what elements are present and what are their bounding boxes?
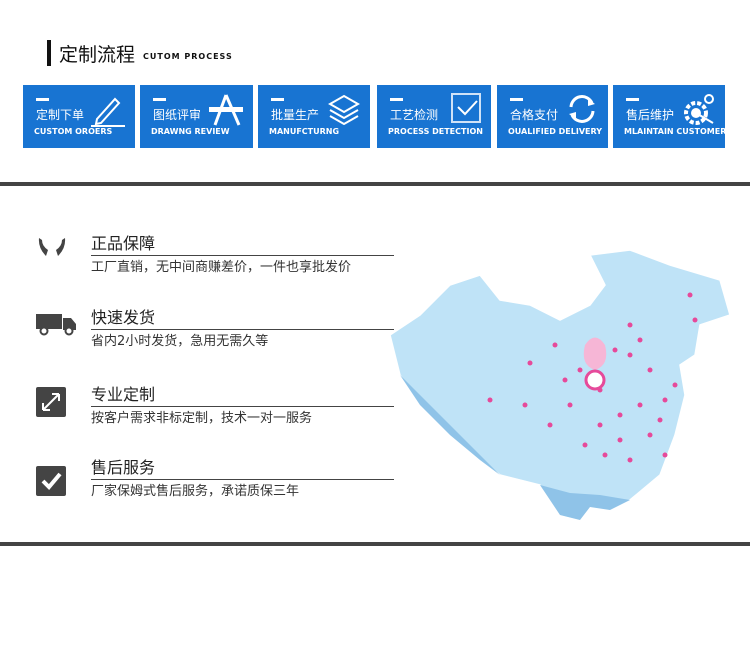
- location-pin: [527, 360, 533, 366]
- step-en: OUALIFIED DELIVERY: [508, 127, 602, 136]
- step-en: PROCESS DETECTION: [388, 127, 483, 136]
- divider-top: [0, 182, 750, 186]
- resize-arrow-icon: [36, 387, 66, 421]
- location-pin: [687, 292, 693, 298]
- process-step-card[interactable]: 图纸评审 DRAWNG REVIEW: [140, 85, 253, 148]
- location-pin: [647, 367, 653, 373]
- location-pin: [627, 322, 633, 328]
- step-en: MLAINTAIN CUSTOMER: [624, 127, 727, 136]
- title-cn: 定制流程: [59, 43, 136, 66]
- location-pin: [657, 417, 663, 423]
- process-step-card[interactable]: 批量生产 MANUFCTURNG: [258, 85, 370, 148]
- location-pin: [602, 452, 608, 458]
- title-en: CUTOM PROCESS: [143, 51, 233, 61]
- location-pin: [597, 422, 603, 428]
- feature-title: 正品保障: [91, 230, 394, 256]
- location-pin: [487, 397, 493, 403]
- check-box-icon: [36, 466, 66, 500]
- step-cn: 图纸评审: [153, 108, 202, 122]
- feature-title: 售后服务: [91, 454, 394, 480]
- step-en: CUSTOM OROERS: [34, 127, 113, 136]
- dash: [510, 98, 523, 101]
- location-pin: [637, 337, 643, 343]
- dash: [390, 98, 403, 101]
- main-location-pin: [584, 369, 606, 391]
- location-pin: [637, 402, 643, 408]
- process-step-card[interactable]: 合格支付 OUALIFIED DELIVERY: [497, 85, 608, 148]
- section-title: 定制流程 CUTOM PROCESS: [47, 40, 233, 66]
- location-pin: [672, 382, 678, 388]
- feature-desc: 省内2小时发货，急用无需久等: [91, 334, 269, 349]
- feature-desc: 工厂直销，无中间商赚差价，一件也享批发价: [91, 260, 352, 275]
- truck-icon: [36, 312, 76, 340]
- hands-icon: [36, 236, 68, 262]
- location-pin: [647, 432, 653, 438]
- title-bar: [47, 40, 51, 66]
- step-cn: 定制下单: [36, 108, 85, 122]
- location-pin: [567, 402, 573, 408]
- dash: [271, 98, 284, 101]
- location-pin: [522, 402, 528, 408]
- step-en: DRAWNG REVIEW: [151, 127, 230, 136]
- step-cn: 合格支付: [510, 108, 559, 122]
- dash: [36, 98, 49, 101]
- location-pin: [617, 437, 623, 443]
- step-en: MANUFCTURNG: [269, 127, 340, 136]
- location-pin: [612, 347, 618, 353]
- feature-desc: 按客户需求非标定制，技术一对一服务: [91, 411, 313, 426]
- location-pin: [552, 342, 558, 348]
- feature-desc: 厂家保姆式售后服务，承诺质保三年: [91, 484, 300, 499]
- location-pin: [627, 457, 633, 463]
- location-pin: [582, 442, 588, 448]
- location-pin: [662, 452, 668, 458]
- feature-title: 快速发货: [91, 304, 394, 330]
- process-step-card[interactable]: 定制下单 CUSTOM OROERS: [23, 85, 135, 148]
- process-step-card[interactable]: 售后维护 MLAINTAIN CUSTOMER: [613, 85, 727, 148]
- location-pin: [692, 317, 698, 323]
- location-pin: [627, 352, 633, 358]
- divider-bottom: [0, 542, 750, 546]
- dash: [153, 98, 166, 101]
- location-pin: [562, 377, 568, 383]
- dash: [626, 98, 639, 101]
- step-cn: 工艺检测: [390, 108, 439, 122]
- china-map: [390, 249, 731, 521]
- step-cn: 批量生产: [271, 108, 320, 122]
- location-pin: [577, 367, 583, 373]
- process-step-card[interactable]: 工艺检测 PROCESS DETECTION: [377, 85, 491, 148]
- location-pin: [617, 412, 623, 418]
- location-pin: [662, 397, 668, 403]
- location-pin: [547, 422, 553, 428]
- step-cn: 售后维护: [626, 108, 675, 122]
- feature-title: 专业定制: [91, 381, 394, 407]
